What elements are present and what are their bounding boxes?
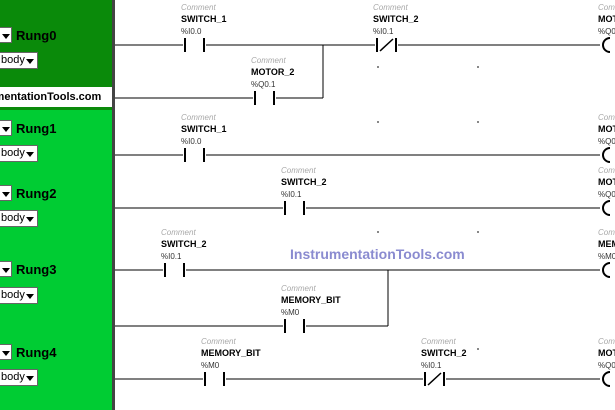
watermark: InstrumentationTools.com — [290, 246, 465, 262]
rung-0-label: Rung0 — [16, 28, 57, 43]
site-url: InstrumentationTools.com — [0, 87, 112, 107]
coil-icon — [602, 371, 611, 387]
variable-name: SWITCH_2 — [373, 14, 419, 24]
variable-address: %I0.0 — [181, 27, 202, 36]
site-url-text: InstrumentationTools.com — [0, 91, 102, 103]
comment-label: Comment — [181, 113, 216, 122]
rung-3-label: Rung3 — [16, 262, 57, 277]
variable-name: SWITCH_2 — [161, 239, 207, 249]
comment-label: Comment — [373, 3, 408, 12]
rung-0-dropdown[interactable] — [0, 27, 12, 43]
ladder-canvas: InstrumentationTools.com CommentSWITCH_1… — [115, 3, 615, 387]
left-power-rail-divider — [112, 0, 115, 410]
comment-label: Comment — [161, 228, 196, 237]
comment-label: Comment — [598, 228, 615, 237]
variable-name: MOTOR_3 — [598, 177, 615, 187]
variable-name: MEMORY_BIT — [598, 239, 615, 249]
comment-label: Comment — [598, 113, 615, 122]
rung-4-label: Rung4 — [16, 345, 57, 360]
rung-4-body-value: body — [1, 371, 25, 383]
comment-label: Comment — [598, 3, 615, 12]
comment-label: Comment — [421, 337, 456, 346]
variable-address: %I0.1 — [373, 27, 394, 36]
variable-address: %M0 — [281, 308, 300, 317]
variable-address: %M0 — [201, 361, 220, 370]
rung-2-dropdown[interactable] — [0, 185, 12, 201]
rung-0-body-select[interactable]: body — [0, 52, 38, 69]
variable-address: %M0 — [598, 252, 615, 261]
coil-icon — [602, 200, 611, 216]
coil-icon — [602, 147, 611, 163]
variable-address: %I0.1 — [421, 361, 442, 370]
comment-label: Comment — [181, 3, 216, 12]
variable-name: SWITCH_2 — [421, 348, 467, 358]
rung-1-label: Rung1 — [16, 121, 57, 136]
comment-label: Comment — [281, 166, 316, 175]
comment-label: Comment — [201, 337, 236, 346]
rung-4-body-select-box[interactable]: body — [0, 369, 38, 386]
rung-3-body-select[interactable]: body — [0, 287, 38, 304]
rung-panel-0: Rung0 body InstrumentationTools.com — [0, 0, 112, 110]
variable-name: MOTOR_2 — [251, 67, 294, 77]
variable-address: %I0.0 — [181, 137, 202, 146]
rung-0-body-value: body — [1, 54, 25, 66]
rung-1-body-value: body — [1, 147, 25, 159]
variable-name: SWITCH_2 — [281, 177, 327, 187]
variable-address: %Q0.0 — [598, 137, 615, 146]
variable-name: MEMORY_BIT — [281, 295, 341, 305]
variable-address: %I0.1 — [161, 252, 182, 261]
comment-label: Comment — [598, 166, 615, 175]
rung-2-label: Rung2 — [16, 186, 57, 201]
variable-address: %Q0.1 — [251, 80, 276, 89]
nc-slash-icon — [427, 372, 442, 386]
variable-name: SWITCH_1 — [181, 124, 227, 134]
rung-4-dropdown[interactable] — [0, 344, 12, 360]
variable-address: %Q0.3 — [598, 361, 615, 370]
ladder-wires — [115, 44, 600, 380]
variable-name: MOTOR_2 — [598, 14, 615, 24]
rung-sidebar: Rung0 body InstrumentationTools.com Rung… — [0, 0, 112, 410]
rung-2-body-value: body — [1, 212, 25, 224]
grid-dots — [377, 66, 479, 350]
rung-3-dropdown[interactable] — [0, 261, 12, 277]
rung-1-dropdown[interactable] — [0, 120, 12, 136]
variable-name: SWITCH_1 — [181, 14, 227, 24]
variable-address: %Q0.2 — [598, 190, 615, 199]
variable-name: MOTOR_1 — [598, 124, 615, 134]
comment-label: Comment — [598, 337, 615, 346]
nc-slash-icon — [379, 38, 394, 52]
comment-label: Comment — [251, 56, 286, 65]
variable-address: %Q0.1 — [598, 27, 615, 36]
variable-name: MEMORY_BIT — [201, 348, 261, 358]
rung-2-body-select[interactable]: body — [0, 210, 38, 227]
variable-name: MOTOR_4 — [598, 348, 615, 358]
variable-address: %I0.1 — [281, 190, 302, 199]
coil-icon — [602, 262, 611, 278]
coil-icon — [602, 37, 611, 53]
rung-3-body-value: body — [1, 289, 25, 301]
rung-1-body-select[interactable]: body — [0, 145, 38, 162]
comment-label: Comment — [281, 284, 316, 293]
